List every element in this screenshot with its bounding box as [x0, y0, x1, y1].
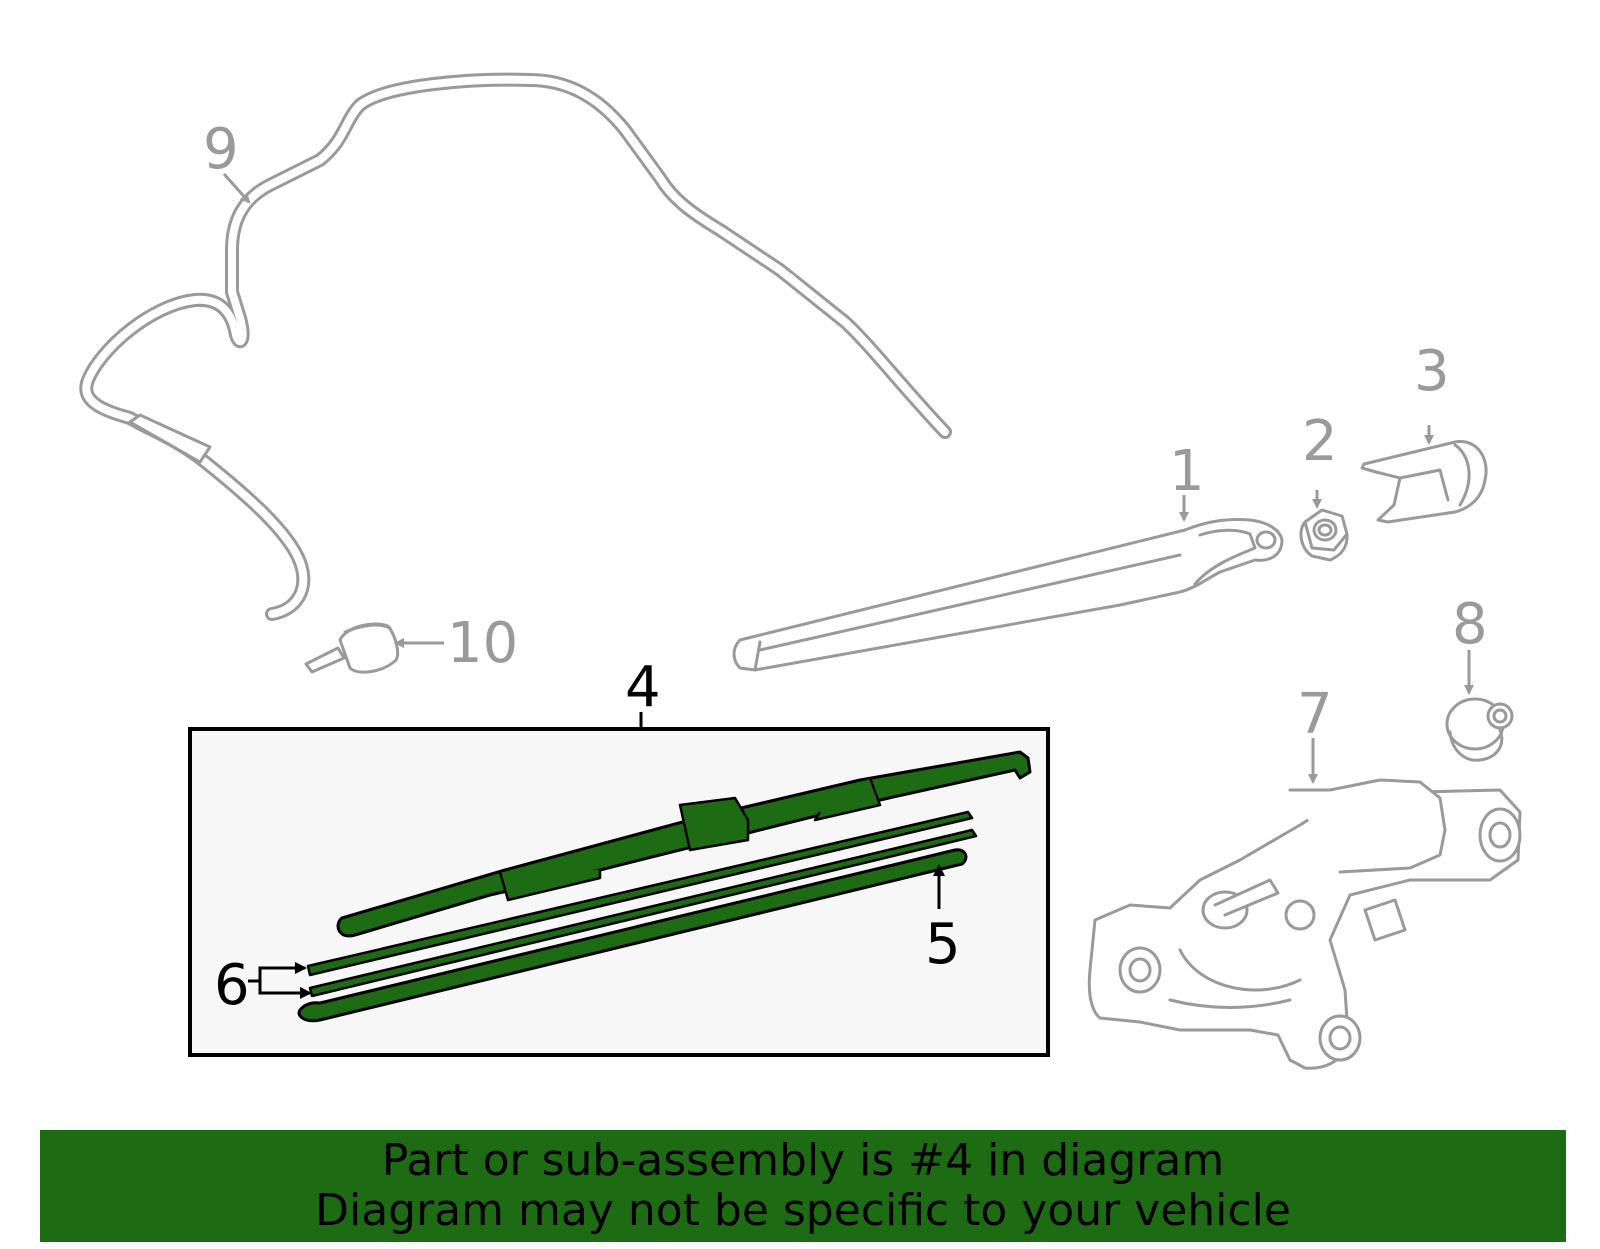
callout-5: 5	[925, 912, 961, 977]
wiper-motor	[1087, 778, 1522, 1070]
callout-7: 7	[1297, 682, 1333, 747]
info-banner: Part or sub-assembly is #4 in diagram Di…	[40, 1130, 1566, 1242]
callout-4: 4	[625, 655, 661, 720]
nut	[1299, 508, 1349, 562]
hose-connector	[304, 622, 400, 674]
wiper-blade[interactable]	[336, 750, 1032, 938]
rubber-insert[interactable]	[297, 848, 968, 1023]
callout-1: 1	[1169, 439, 1205, 504]
grommet	[1445, 697, 1514, 762]
arm-cap	[1360, 440, 1488, 524]
banner-line-2: Diagram may not be specific to your vehi…	[315, 1185, 1291, 1236]
banner-line-1: Part or sub-assembly is #4 in diagram	[381, 1135, 1225, 1186]
callout-8: 8	[1452, 592, 1488, 657]
leader-lines	[222, 173, 1474, 999]
blade-refills[interactable]	[306, 810, 978, 998]
callout-10: 10	[447, 611, 518, 676]
callout-9: 9	[203, 117, 239, 182]
wiper-arm	[732, 518, 1284, 672]
callout-2: 2	[1302, 409, 1338, 474]
washer-hose	[79, 72, 952, 621]
callout-3: 3	[1414, 339, 1450, 404]
callout-6: 6	[214, 953, 250, 1018]
